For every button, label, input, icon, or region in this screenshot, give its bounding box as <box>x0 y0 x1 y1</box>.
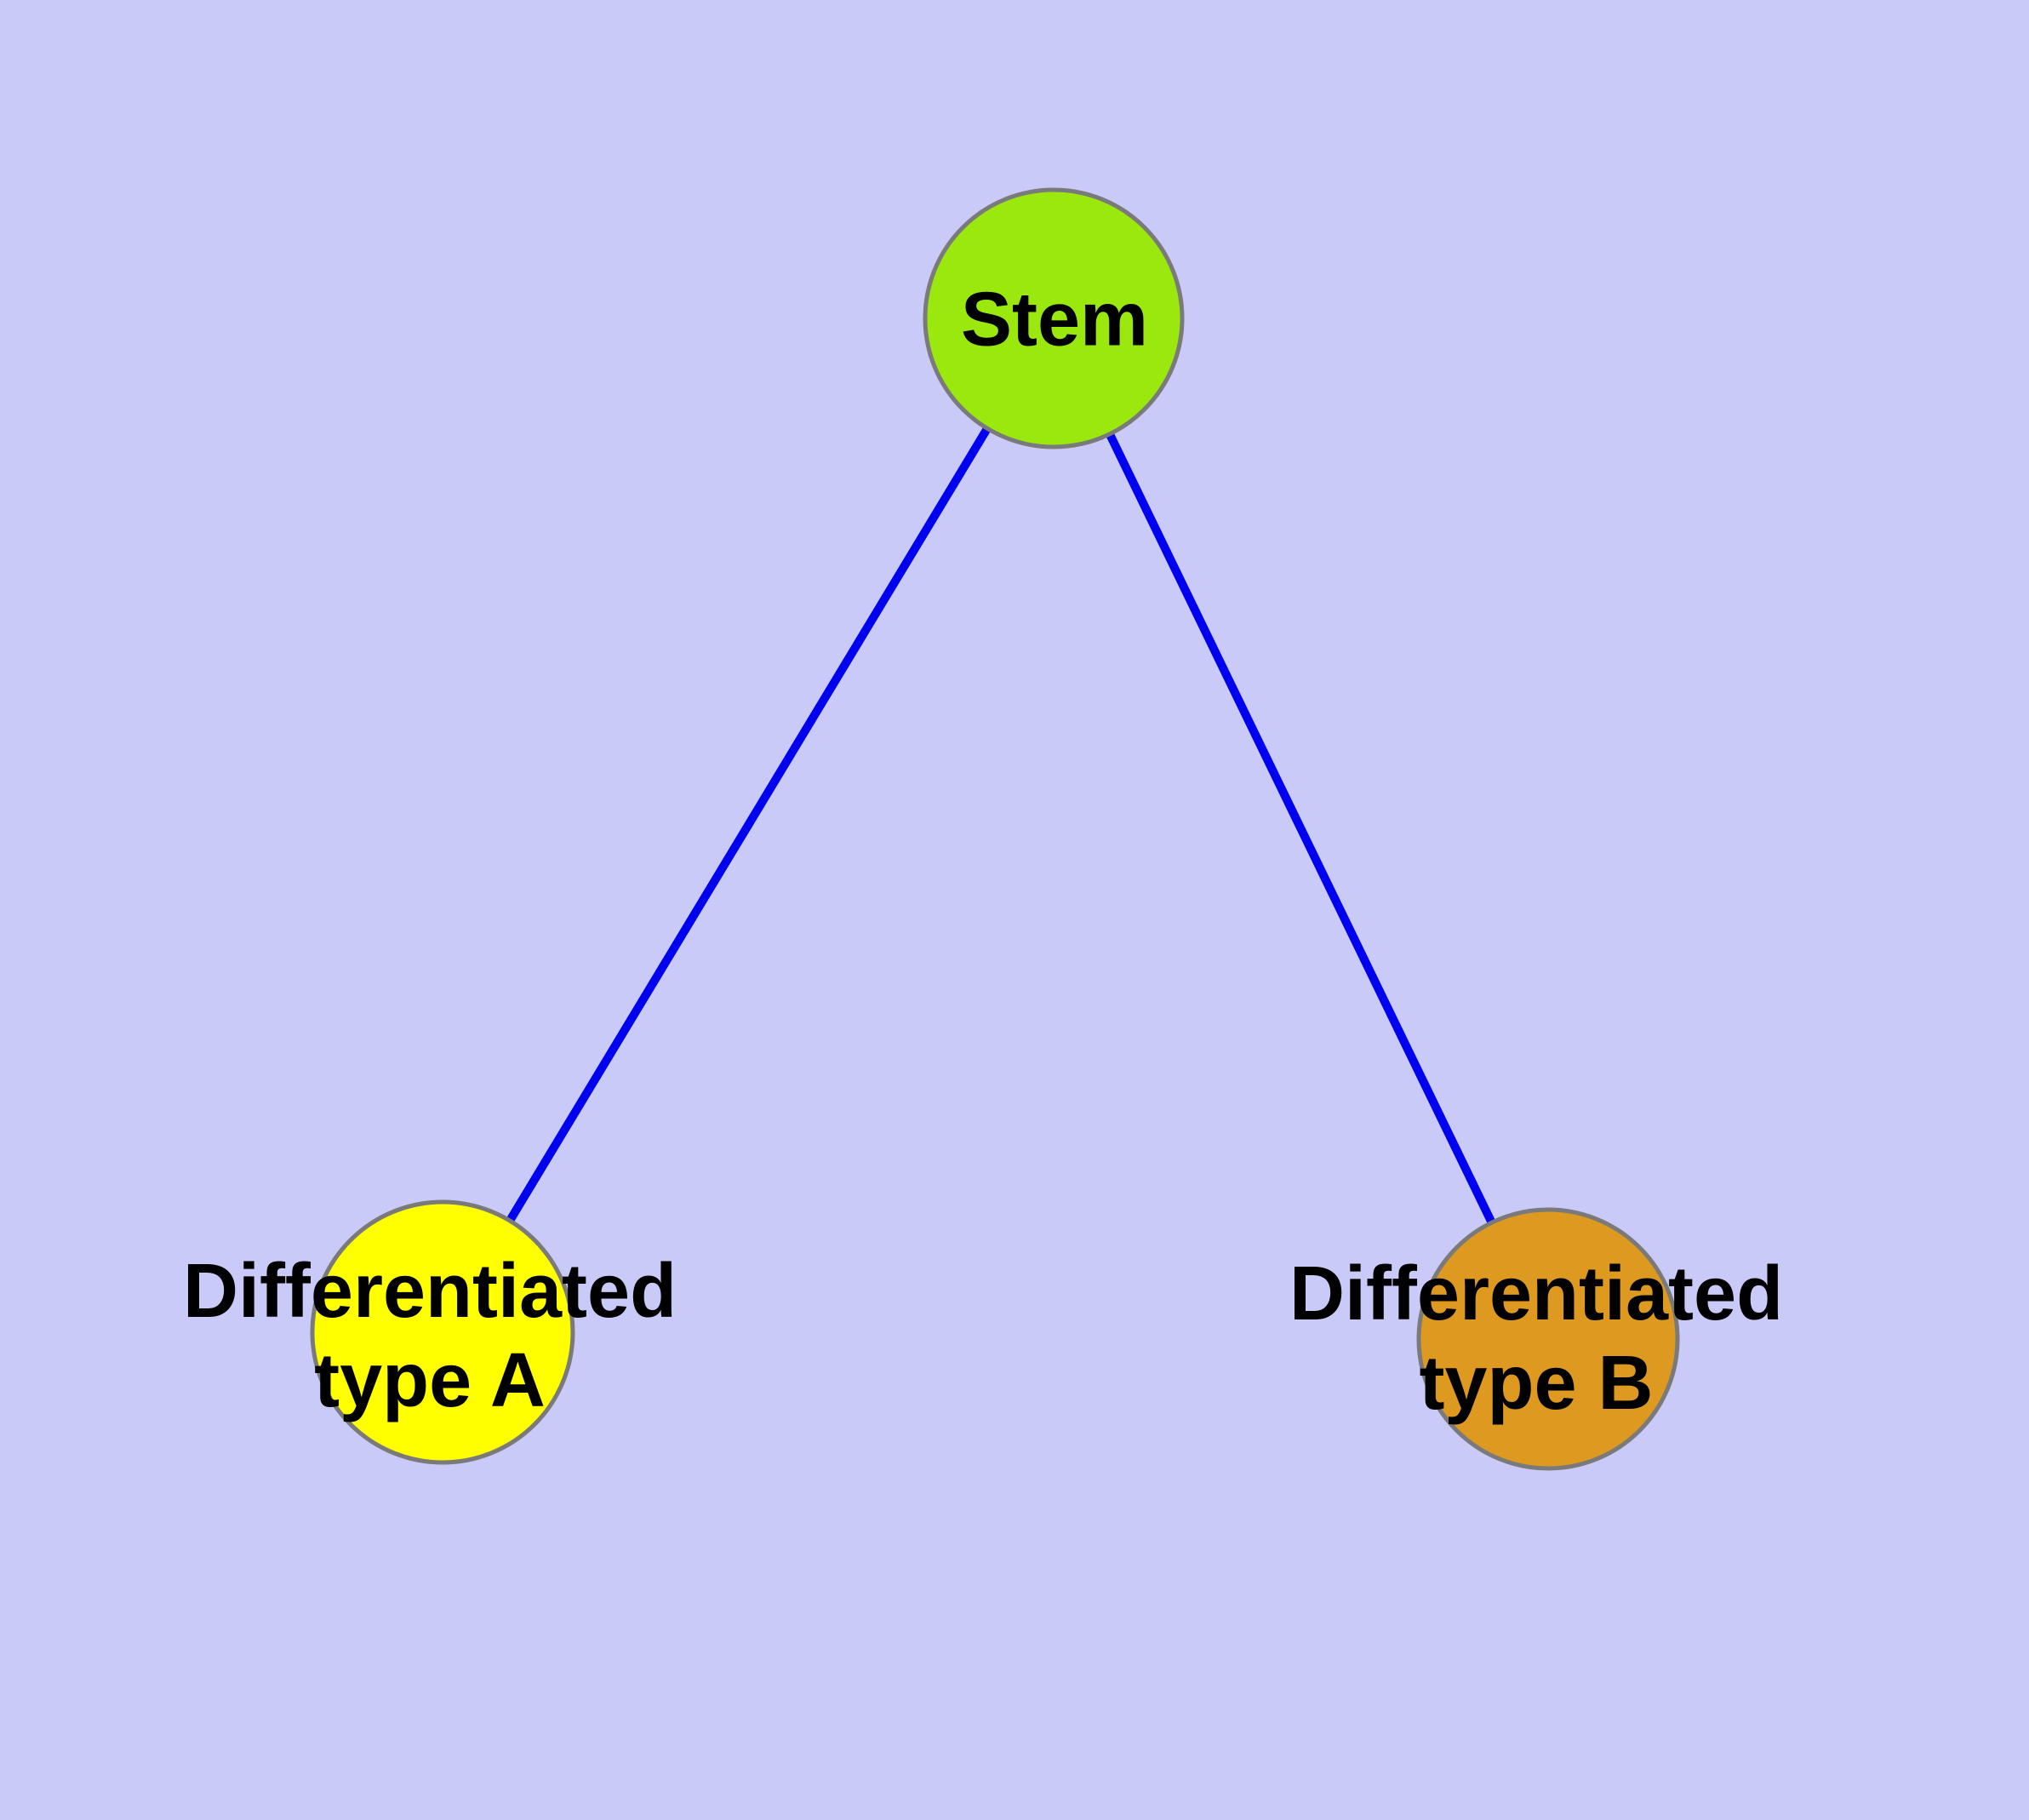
edge-stem-to-typeB <box>1049 316 1552 1342</box>
node-typeA-circle <box>310 1199 575 1465</box>
node-stem-circle <box>923 187 1185 449</box>
edge-stem-to-typeA <box>438 316 1058 1335</box>
node-stem-label-text: Stem <box>960 277 1149 363</box>
node-typeA-label: Differentiated type A <box>183 1247 677 1426</box>
node-typeB-label-line2: type B <box>1419 1341 1654 1426</box>
node-stem-label: Stem <box>961 276 1148 365</box>
node-typeB-label-line1: Differentiated <box>1289 1251 1784 1336</box>
node-typeA-label-line1: Differentiated <box>182 1249 677 1334</box>
node-typeB-circle <box>1416 1207 1680 1471</box>
node-typeA-label-line2: type A <box>314 1338 546 1423</box>
node-typeB-label: Differentiated type B <box>1289 1250 1783 1428</box>
